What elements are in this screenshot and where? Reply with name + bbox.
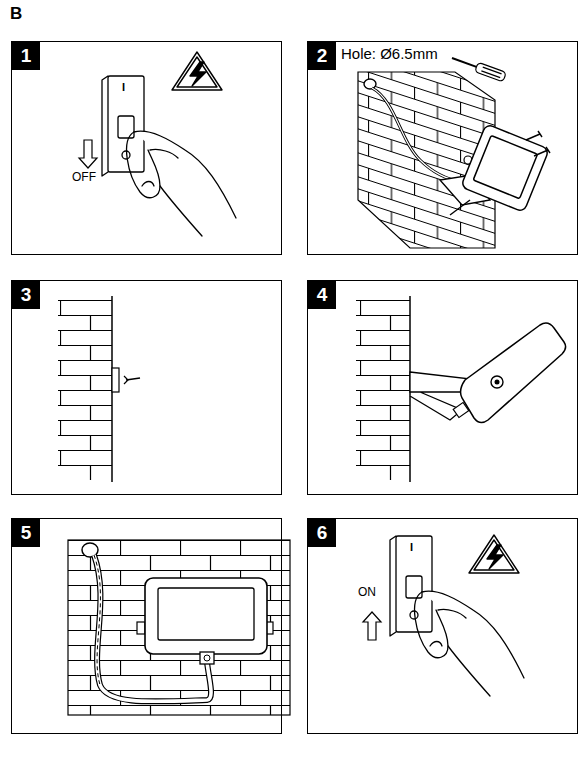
switch-mark: I	[122, 81, 125, 93]
step-number: 4	[308, 281, 336, 309]
off-label: OFF	[72, 170, 96, 184]
on-label: ON	[358, 585, 376, 599]
dimension-label: Hole: Ø6.5mm	[341, 45, 438, 62]
step-number: 6	[308, 519, 336, 547]
step-panel: 2	[307, 41, 578, 255]
step-number: 2	[308, 42, 336, 70]
step-panel: 5	[11, 518, 282, 734]
title: B	[10, 4, 22, 24]
step-panel: 3	[11, 280, 282, 495]
step-panel: 4	[307, 280, 578, 495]
step-number: 3	[12, 281, 40, 309]
step-number: 1	[12, 42, 40, 70]
switch-mark: I	[410, 541, 413, 553]
step-panel: 6	[307, 518, 578, 734]
step-panel: 1	[11, 41, 282, 255]
step-number: 5	[12, 519, 40, 547]
